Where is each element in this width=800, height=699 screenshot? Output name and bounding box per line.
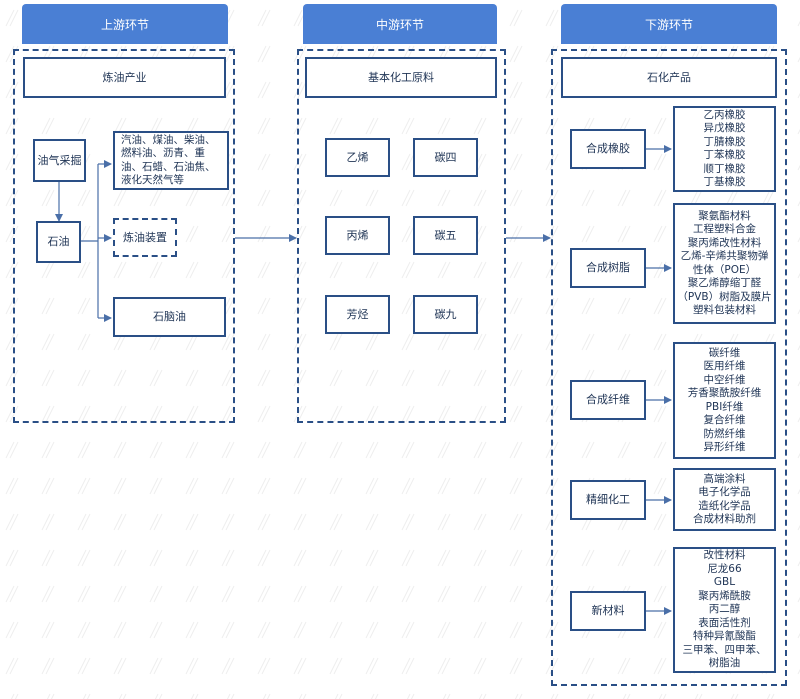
list-item: 三甲苯、四甲苯、 (682, 643, 767, 656)
mid-item-c4: 碳四 (413, 138, 478, 177)
section-midstream (297, 49, 506, 423)
section-upstream (13, 49, 235, 423)
list-item: 丁腈橡胶 (703, 135, 746, 148)
mid-item-ethylene: 乙烯 (325, 138, 390, 177)
list-item: 聚氨酯材料 (698, 209, 751, 222)
header-upstream: 上游环节 (22, 4, 228, 44)
list-synthetic-fiber: 碳纤维 医用纤维 中空纤维 芳香聚酰胺纤维 PBI纤维 复合纤维 防燃纤维 异形… (673, 342, 776, 459)
node-refinery-unit: 炼油装置 (113, 218, 177, 257)
list-item: 塑料包装材料 (693, 304, 756, 316)
list-item: 高端涂料 (703, 472, 746, 485)
list-item: 中空纤维 (703, 373, 746, 386)
list-item: 性体（POE） (692, 263, 757, 276)
list-item: 尼龙66 (707, 562, 742, 575)
group-new-materials: 新材料 (570, 591, 646, 631)
node-oil-gas-extraction: 油气采掘 (33, 139, 86, 182)
list-item: 造纸化学品 (698, 499, 751, 512)
list-item: 医用纤维 (703, 360, 746, 372)
list-item: PBI纤维 (705, 400, 744, 413)
list-item: 丁基橡胶 (703, 176, 746, 188)
header-downstream: 下游环节 (561, 4, 777, 44)
list-item: 特种异氰酸酯 (693, 630, 756, 643)
list-synthetic-resin: 聚氨酯材料 工程塑料合金 聚丙烯改性材料 乙烯-辛烯共聚物弹 性体（POE） 聚… (673, 203, 776, 324)
list-item: 合成材料助剂 (693, 513, 756, 525)
section-downstream (551, 49, 787, 686)
mid-item-c5: 碳五 (413, 216, 478, 255)
list-item: 聚丙烯改性材料 (687, 236, 762, 249)
list-item: 电子化学品 (698, 486, 751, 498)
list-item: 改性材料 (703, 549, 746, 562)
node-refined-products: 汽油、煤油、柴油、燃料油、沥青、重油、石蜡、石油焦、液化天然气等 (113, 131, 229, 190)
list-item: 丙二醇 (708, 603, 741, 616)
list-item: 乙烯-辛烯共聚物弹 (680, 250, 769, 262)
midstream-title: 基本化工原料 (305, 57, 497, 98)
list-synthetic-rubber: 乙丙橡胶 异戊橡胶 丁腈橡胶 丁苯橡胶 顺丁橡胶 丁基橡胶 (673, 106, 776, 192)
group-fine-chemicals: 精细化工 (570, 480, 646, 520)
list-fine-chemicals: 高端涂料 电子化学品 造纸化学品 合成材料助剂 (673, 468, 776, 531)
mid-item-aromatics: 芳烃 (325, 295, 390, 334)
list-item: 树脂油 (708, 657, 741, 670)
list-item: 异形纤维 (703, 441, 746, 453)
node-naphtha: 石脑油 (113, 297, 226, 337)
list-item: 乙丙橡胶 (703, 108, 746, 121)
list-item: GBL (713, 576, 736, 589)
group-synthetic-rubber: 合成橡胶 (570, 129, 646, 169)
list-item: 工程塑料合金 (693, 223, 756, 235)
list-item: 碳纤维 (708, 346, 741, 359)
list-item: 复合纤维 (703, 414, 746, 426)
list-item: 顺丁橡胶 (703, 162, 746, 175)
downstream-title: 石化产品 (561, 57, 777, 98)
header-midstream: 中游环节 (303, 4, 497, 44)
group-synthetic-resin: 合成树脂 (570, 248, 646, 288)
list-item: 防燃纤维 (703, 427, 746, 440)
list-item: 芳香聚酰胺纤维 (687, 387, 762, 399)
list-item: 表面活性剂 (698, 616, 751, 629)
list-item: 异戊橡胶 (703, 122, 746, 134)
list-new-materials: 改性材料 尼龙66 GBL 聚丙烯酰胺 丙二醇 表面活性剂 特种异氰酸酯 三甲苯… (673, 547, 776, 673)
list-item: 聚丙烯酰胺 (698, 589, 751, 602)
upstream-title: 炼油产业 (23, 57, 226, 98)
mid-item-c9: 碳九 (413, 295, 478, 334)
group-synthetic-fiber: 合成纤维 (570, 380, 646, 420)
list-item: 聚乙烯醇缩丁醛 (687, 277, 762, 289)
node-crude-oil: 石油 (36, 221, 81, 263)
list-item: （PVB）树脂及膜片 (677, 290, 772, 303)
mid-item-propylene: 丙烯 (325, 216, 390, 255)
list-item: 丁苯橡胶 (703, 149, 746, 161)
